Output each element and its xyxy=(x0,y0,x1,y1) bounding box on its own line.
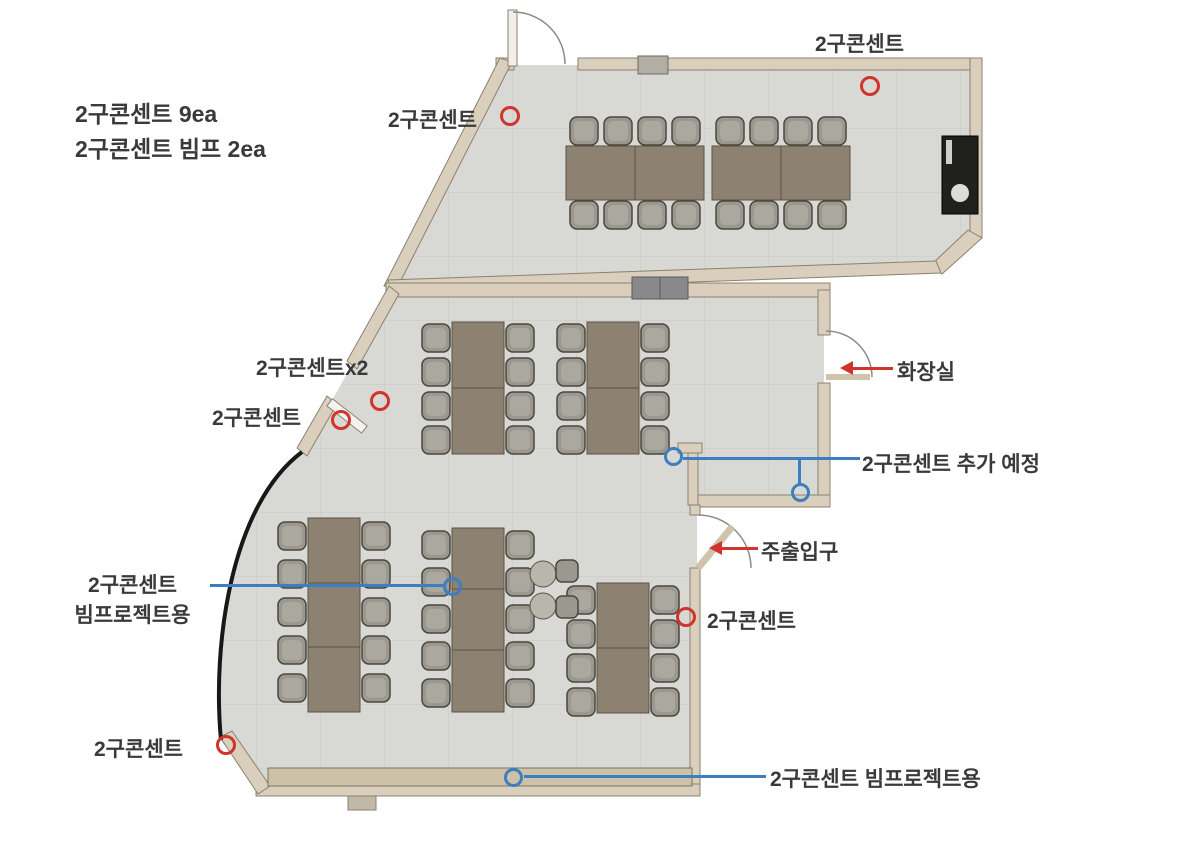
label-outlet-planned: 2구콘센트 추가 예정 xyxy=(862,453,1040,476)
label-projector-outlet-line1: 2구콘센트 xyxy=(88,574,177,597)
outlet-marker-left xyxy=(331,410,351,430)
outlet-marker-right xyxy=(676,607,696,627)
curved-wall xyxy=(216,450,304,741)
planned-marker-corner xyxy=(664,447,683,466)
outlet-marker-top-right xyxy=(860,76,880,96)
leader-line-planned-vertical xyxy=(798,458,801,484)
label-main-entrance: 주출입구 xyxy=(761,541,839,564)
label-projector-bottom: 2구콘센트 빔프로젝트용 xyxy=(770,768,981,791)
arrow-toilet-head xyxy=(840,361,853,375)
label-outlet-right: 2구콘센트 xyxy=(707,610,796,633)
kitchen-fixture xyxy=(941,135,979,215)
arrow-entrance-shaft xyxy=(722,547,758,550)
label-outlet-top: 2구콘센트 xyxy=(388,109,477,132)
arrow-toilet-shaft xyxy=(853,367,893,370)
label-projector-outlet: 2구콘센트 빔프로젝트용 xyxy=(45,571,220,631)
arrow-entrance-head xyxy=(709,541,722,555)
outlet-marker-bottom-left xyxy=(216,735,236,755)
label-outlet-bottom-left: 2구콘센트 xyxy=(94,738,183,761)
projector-marker-table xyxy=(443,577,462,596)
outlet-marker-top xyxy=(500,106,520,126)
leader-line-projector-outlet xyxy=(210,584,444,587)
label-projector-outlet-line2: 빔프로젝트용 xyxy=(74,604,191,627)
outlet-marker-x2 xyxy=(370,391,390,411)
middle-tables-group xyxy=(421,321,670,455)
projector-marker-bottom xyxy=(504,768,523,787)
planned-marker-bottom-wall xyxy=(791,483,810,502)
label-outlet-x2: 2구콘센트x2 xyxy=(256,357,369,380)
upper-table-group xyxy=(565,116,851,230)
label-toilet: 화장실 xyxy=(897,361,955,384)
leader-line-planned-horizontal xyxy=(683,457,860,460)
legend-outlet-count: 2구콘센트 9ea xyxy=(75,101,218,127)
legend-projector-outlet-count: 2구콘센트 빔프 2ea xyxy=(75,136,266,162)
leader-line-projector-bottom xyxy=(524,775,766,778)
label-outlet-left: 2구콘센트 xyxy=(212,407,301,430)
lower-tables-group xyxy=(277,517,680,717)
label-outlet-top-right: 2구콘센트 xyxy=(815,33,904,56)
